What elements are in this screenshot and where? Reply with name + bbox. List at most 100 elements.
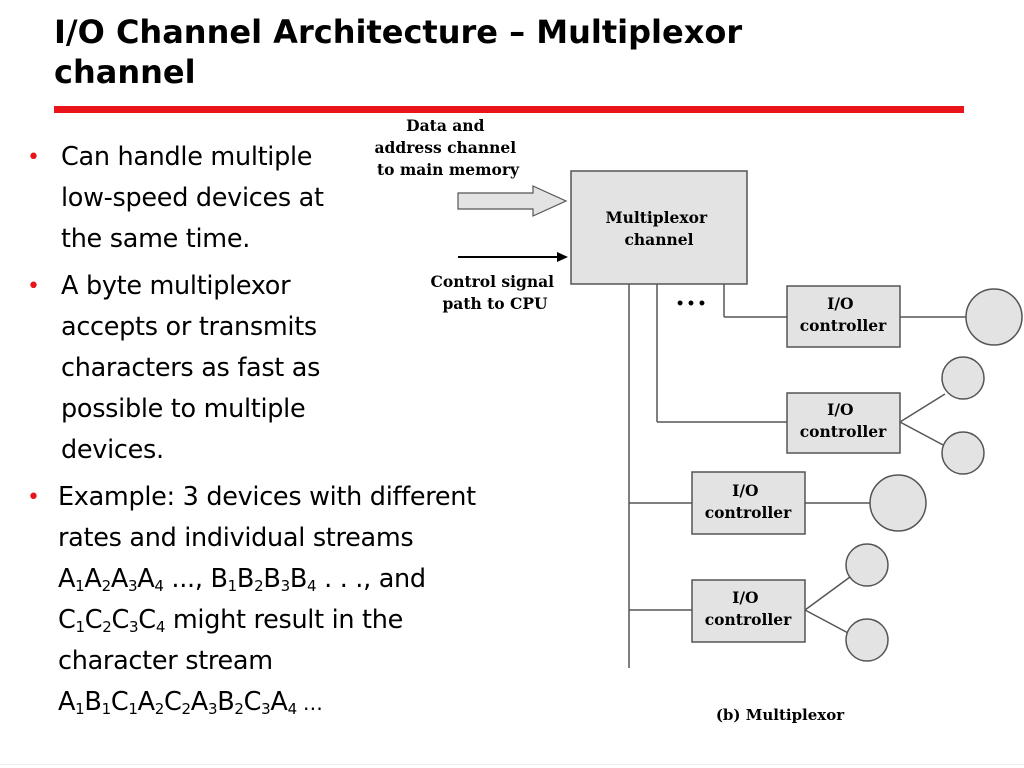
bullet-3-line: Example: 3 devices with different xyxy=(58,482,476,512)
device-link xyxy=(804,609,851,635)
stream-subscript: 4 xyxy=(154,577,164,595)
stream-subscript: 4 xyxy=(287,700,298,718)
stream-subscript: 1 xyxy=(101,700,112,718)
stream-subscript: 4 xyxy=(307,577,317,595)
stream-subscript: 1 xyxy=(75,700,85,718)
stream-a-tail: ..., xyxy=(163,564,211,594)
device-circle xyxy=(845,618,889,662)
stream-letter: B xyxy=(289,564,308,594)
device-circle xyxy=(941,356,985,400)
data-channel-label: Data and address channel to main memory xyxy=(374,116,521,179)
bullet-dot: • xyxy=(27,485,40,510)
io-controller-label: I/O controller xyxy=(800,294,887,335)
bullet-2-line: possible to multiple xyxy=(61,394,306,424)
bullet-3-line: character stream xyxy=(58,646,273,676)
stream-letter: A xyxy=(110,564,128,594)
stream-subscript: 3 xyxy=(261,700,271,718)
stream-subscript: 2 xyxy=(154,700,165,718)
slide-title: I/O Channel Architecture – Multiplexor c… xyxy=(54,12,974,92)
io-controller-box xyxy=(691,471,806,535)
stream-subscript: 2 xyxy=(101,577,112,595)
io-controller-label: I/O controller xyxy=(705,481,792,522)
stream-letter: A xyxy=(58,687,76,717)
stream-letter: C xyxy=(138,605,156,635)
multiplexor-channel-label: Multiplexor channel xyxy=(605,208,712,249)
device-circle xyxy=(869,474,927,532)
stream-c-sequence: C1C2C3C4 xyxy=(58,605,165,635)
bullet-dot: • xyxy=(27,274,40,299)
stream-ab-line: A1A2A3A4 ..., B1B2B3B4 . . ., and xyxy=(58,559,476,600)
stream-subscript: 2 xyxy=(234,700,244,718)
device-link xyxy=(899,421,946,447)
stream-subscript: 3 xyxy=(280,577,291,595)
stream-letter: B xyxy=(236,564,255,594)
stream-subscript: 3 xyxy=(207,700,218,718)
stream-c-line: C1C2C3C4 might result in the xyxy=(58,600,476,641)
bullet-2-line: A byte multiplexor xyxy=(61,271,291,301)
device-link xyxy=(899,393,946,423)
stream-b-sequence: B1B2B3B4 xyxy=(210,564,316,594)
device-link xyxy=(804,576,851,611)
io-controller-label: I/O controller xyxy=(705,588,792,629)
stream-b-tail: . . ., and xyxy=(316,564,426,594)
io-controller-box xyxy=(786,392,901,454)
stream-letter: C xyxy=(84,605,103,635)
stream-subscript: 3 xyxy=(127,577,138,595)
bullet-2: • A byte multiplexor accepts or transmit… xyxy=(27,266,321,471)
bullet-2-line: characters as fast as xyxy=(61,353,321,383)
bullet-dot: • xyxy=(27,145,40,170)
multiplexor-channel-box xyxy=(570,170,748,285)
title-underline xyxy=(54,106,964,113)
stream-subscript: 2 xyxy=(181,700,192,718)
bullet-3: • Example: 3 devices with different rate… xyxy=(27,477,476,724)
more-controllers-marker: ••• xyxy=(676,296,709,312)
stream-a-sequence: A1A2A3A4 xyxy=(58,564,164,594)
stream-letter: C xyxy=(164,687,182,717)
stream-letter: C xyxy=(58,605,76,635)
stream-letter: B xyxy=(217,687,235,717)
device-circle xyxy=(965,288,1023,346)
stream-subscript: 3 xyxy=(129,618,139,636)
stream-letter: A xyxy=(137,564,155,594)
footer-rule xyxy=(0,764,1024,765)
bullet-1-line: the same time. xyxy=(61,224,251,254)
bullet-3-line: rates and individual streams xyxy=(58,523,414,553)
io-controller-box xyxy=(691,579,806,643)
io-controller-label: I/O controller xyxy=(800,400,887,441)
stream-subscript: 2 xyxy=(254,577,264,595)
bullet-2-line: accepts or transmits xyxy=(61,312,317,342)
control-signal-label: Control signal path to CPU xyxy=(431,272,560,313)
figure-caption: (b) Multiplexor xyxy=(716,706,845,724)
result-ellipsis: … xyxy=(296,691,323,715)
stream-letter: A xyxy=(84,564,102,594)
stream-letter: C xyxy=(243,687,262,717)
bullet-1-line: Can handle multiple xyxy=(61,142,313,172)
stream-letter: A xyxy=(190,687,208,717)
stream-subscript: 1 xyxy=(75,577,85,595)
result-stream-line: A1B1C1A2C2A3B2C3A4 … xyxy=(58,682,476,724)
stream-letter: A xyxy=(137,687,155,717)
stream-c-tail: might result in the xyxy=(165,605,403,635)
bullet-2-line: devices. xyxy=(61,435,164,465)
stream-letter: B xyxy=(84,687,102,717)
control-arrow-head xyxy=(557,252,568,262)
stream-letter: C xyxy=(110,687,129,717)
device-circle xyxy=(941,431,985,475)
stream-subscript: 1 xyxy=(75,618,86,636)
stream-letter: C xyxy=(111,605,130,635)
bullet-1-line: low-speed devices at xyxy=(61,183,324,213)
stream-subscript: 1 xyxy=(128,700,138,718)
stream-letter: B xyxy=(210,564,228,594)
bullet-1: • Can handle multiple low-speed devices … xyxy=(27,137,324,260)
device-circle xyxy=(845,543,889,587)
title-line-1: I/O Channel Architecture – Multiplexor xyxy=(54,13,743,51)
stream-subscript: 2 xyxy=(102,618,112,636)
stream-subscript: 1 xyxy=(227,577,238,595)
result-sequence: A1B1C1A2C2A3B2C3A4 xyxy=(58,687,297,717)
stream-letter: A xyxy=(270,687,288,717)
data-channel-arrow xyxy=(457,185,568,217)
stream-letter: A xyxy=(58,564,76,594)
stream-subscript: 4 xyxy=(155,618,166,636)
title-line-2: channel xyxy=(54,53,196,91)
